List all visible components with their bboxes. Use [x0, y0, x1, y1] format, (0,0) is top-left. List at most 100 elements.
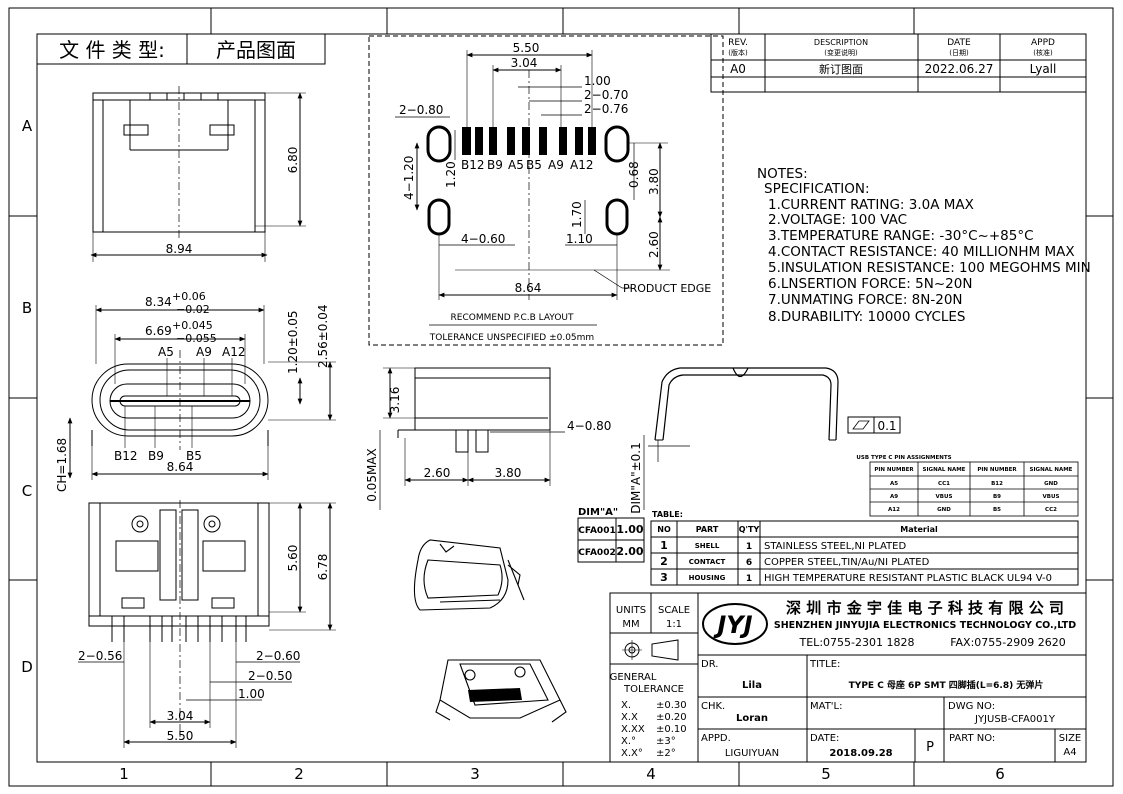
dwg-value: JYJUSB-CFA001Y — [974, 714, 1056, 725]
dim-a-title: DIM"A" — [578, 507, 618, 518]
product-edge-label: PRODUCT EDGE — [623, 282, 711, 295]
pcb-dim: 3.80 — [647, 168, 661, 195]
pin-table-cell: B9 — [993, 494, 1001, 500]
front-pin-label: B5 — [186, 449, 202, 463]
material-qty: 6 — [746, 558, 752, 568]
pcb-pad-label: A12 — [570, 158, 593, 172]
rev-desc: 新订图面 — [819, 62, 863, 76]
pin-table-header: SIGNAL NAME — [1030, 467, 1073, 473]
note-item: 3.TEMPERATURE RANGE: -30°C~+85°C — [768, 228, 1034, 244]
pin-table-cell: VBUS — [936, 494, 953, 500]
side-dim-080: 4−0.80 — [567, 419, 611, 433]
material-no: 2 — [660, 555, 668, 568]
pcb-pad-label: A9 — [548, 158, 564, 172]
grid-row-label: A — [22, 117, 33, 135]
pin-table-cell: A5 — [890, 481, 898, 487]
pin-table-cell: B5 — [993, 507, 1001, 513]
tolerance-value: ±2° — [656, 748, 676, 759]
pin-table-cell: GND — [1044, 481, 1058, 487]
front-dim-669: 6.69 — [145, 324, 172, 338]
side-dim-005: 0.05MAX — [365, 448, 379, 502]
company-fax: FAX:0755-2909 2620 — [950, 636, 1066, 649]
tolerance-value: ±0.30 — [656, 700, 687, 711]
material-qty: 1 — [746, 542, 752, 552]
size-value: A4 — [1063, 747, 1076, 758]
rev-appd: Lyall — [1030, 62, 1057, 76]
bottom-dim-304: 3.04 — [167, 709, 194, 723]
note-item: 4.CONTACT RESISTANCE: 40 MILLIONHM MAX — [768, 244, 1075, 260]
notes-block: NOTES: SPECIFICATION: 1.CURRENT RATING: … — [757, 166, 1091, 325]
title-value: TYPE C 母座 6P SMT 四脚插(L=6.8) 无弹片 — [849, 679, 1044, 691]
pcb-dim: 1.70 — [570, 201, 584, 228]
pin-table-header: PIN NUMBER — [874, 467, 914, 473]
grid-col-label: 2 — [294, 765, 304, 783]
material-header: Q'TY — [739, 525, 760, 534]
material-label: MAT'L: — [810, 701, 843, 712]
rev-header: DATE — [947, 38, 971, 48]
scale-label: SCALE — [658, 605, 690, 616]
title-block — [609, 592, 1087, 763]
side-dim-316: 3.16 — [388, 387, 402, 414]
pin-table-cell: VBUS — [1043, 494, 1060, 500]
tolerance-key: X.XX — [621, 724, 645, 735]
pcb-tolerance: TOLERANCE UNSPECIFIED ±0.05mm — [429, 333, 594, 343]
grid-col-label: 4 — [646, 765, 656, 783]
grid-row-label: D — [21, 658, 33, 676]
tolerance-key: X.X — [621, 712, 638, 723]
dim-a-cell: CFA001 — [578, 526, 615, 536]
grid-col-label: 3 — [470, 765, 480, 783]
doc-type-label: 文 件 类 型: — [59, 38, 165, 62]
material-desc: COPPER STEEL,TIN/Au/NI PLATED — [764, 557, 930, 568]
pcb-dim: 1.10 — [566, 232, 593, 246]
sheet-frame — [8, 7, 1114, 787]
material-no: 1 — [660, 539, 668, 552]
note-item: 6.LNSERTION FORCE: 5N~20N — [768, 276, 972, 292]
pcb-dim: 1.20 — [444, 161, 458, 188]
note-item: 2.VOLTAGE: 100 VAC — [768, 212, 907, 228]
dr-label: DR. — [701, 659, 718, 670]
front-dim-834-tol: −0.02 — [176, 303, 210, 316]
top-dim-height: 6.80 — [286, 147, 300, 174]
bottom-dim-560: 5.60 — [286, 545, 300, 572]
rev-date: 2022.06.27 — [925, 62, 994, 76]
material-part: SHELL — [695, 542, 720, 550]
chk-label: CHK. — [701, 701, 725, 712]
front-dim-864: 8.64 — [167, 460, 194, 474]
top-view — [90, 86, 306, 262]
front-pin-label: B12 — [114, 449, 138, 463]
side-dim-a: DIM"A"±0.1 — [629, 442, 643, 514]
bottom-dim-678: 6.78 — [316, 554, 330, 581]
material-table — [650, 520, 1079, 586]
pcb-dim: 4−0.60 — [461, 232, 505, 246]
tolerance-value: ±0.20 — [656, 712, 687, 723]
front-dim-834-tol: +0.06 — [172, 290, 206, 303]
material-table-title: TABLE: — [652, 510, 683, 519]
date-label: DATE: — [810, 733, 839, 744]
pcb-dim: 3.04 — [511, 56, 538, 70]
date-value: 2018.09.28 — [829, 748, 892, 759]
appd-value: LIGUIYUAN — [725, 748, 779, 759]
bottom-dim-050: 2−0.50 — [248, 669, 292, 683]
front-dim-669-tol: −0.055 — [176, 332, 217, 345]
pin-assignment-table — [869, 461, 1079, 517]
pin-table-cell: B12 — [991, 481, 1003, 487]
side-dim-380: 3.80 — [495, 466, 522, 480]
rev-header: APPD — [1031, 38, 1055, 48]
general-tolerance-label: GENERAL — [610, 672, 657, 683]
note-item: 8.DURABILITY: 10000 CYCLES — [768, 309, 966, 325]
company-tel: TEL:0755-2301 1828 — [799, 636, 915, 649]
material-no: 3 — [660, 571, 668, 584]
tolerance-key: X.X° — [621, 748, 643, 759]
pin-table-cell: A9 — [890, 494, 898, 500]
scale-value: 1:1 — [666, 619, 682, 630]
dim-a-cell: CFA002 — [578, 548, 615, 558]
shell-profile-view — [643, 367, 901, 510]
bottom-dim-100: 1.00 — [238, 687, 265, 701]
material-header: Material — [900, 525, 938, 534]
note-item: 7.UNMATING FORCE: 8N-20N — [768, 292, 963, 308]
dim-a-cell: 2.00 — [616, 545, 643, 558]
pcb-caption: RECOMMEND P.C.B LAYOUT — [451, 313, 574, 323]
dr-value: Lila — [742, 680, 762, 691]
side-view — [379, 367, 565, 510]
